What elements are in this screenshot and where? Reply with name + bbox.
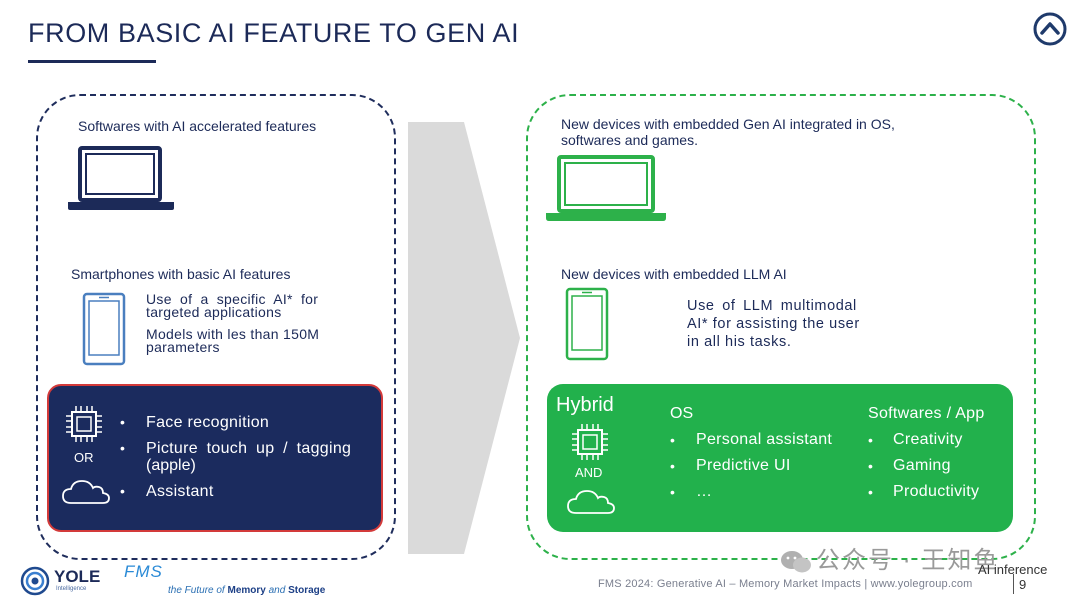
or-label: OR [74,450,94,465]
bullet-dot: • [120,483,125,499]
chip-icon [66,406,102,442]
left-phone-text-1b: targeted applications [146,304,282,320]
bullet-dot: • [120,414,125,430]
transition-arrow [408,122,520,554]
os-item-more: … [696,483,712,500]
box-item-face-recognition: Face recognition [146,414,270,431]
page-number: 9 [1019,577,1027,592]
apps-item-gaming: Gaming [893,457,951,474]
fms-tag-mid: and [265,585,289,596]
apps-heading: Softwares / App [868,405,985,422]
gen-ai-panel [526,94,1036,560]
footer-text: FMS 2024: Generative AI – Memory Market … [598,578,973,590]
smartphone-icon [82,292,126,366]
os-heading: OS [670,405,694,422]
right-phone-text-3: in all his tasks. [687,334,792,350]
left-phone-text-1a: Use of a specific AI* for [146,291,319,307]
right-laptop-heading-1: New devices with embedded Gen AI integra… [561,116,895,132]
cloud-icon [62,480,110,504]
box-item-apple: (apple) [146,457,196,474]
chip-icon [572,424,608,460]
right-phone-heading: New devices with embedded LLM AI [561,266,787,282]
yole-name: YOLE [54,567,101,586]
fms-tag-bold: Memory [227,585,266,596]
smartphone-icon [565,287,609,361]
os-item-personal-assistant: Personal assistant [696,431,833,448]
yole-logo-mark [20,566,50,596]
chevron-up-icon[interactable] [1033,12,1067,46]
title-underline [28,60,156,63]
left-laptop-heading: Softwares with AI accelerated features [78,118,317,134]
yole-sub: Intelligence [56,586,87,592]
bullet-dot: • [868,458,873,474]
bullet-dot: • [868,432,873,448]
slide-title: FROM BASIC AI FEATURE TO GEN AI [28,18,520,48]
ai-inference-note: AI inference [978,562,1048,577]
bullet-dot: • [670,432,675,448]
os-item-predictive-ui: Predictive UI [696,457,791,474]
left-phone-heading: Smartphones with basic AI features [71,266,291,282]
laptop-icon [546,155,666,221]
box-item-picture-touch: Picture touch up / tagging [146,440,352,457]
basic-ai-panel [36,94,396,560]
apps-item-creativity: Creativity [893,431,963,448]
hybrid-title: Hybrid [556,394,614,416]
bullet-dot: • [670,458,675,474]
bullet-dot: • [670,484,675,500]
left-phone-text-2b: parameters [146,339,220,355]
fms-tagline: the Future of Memory and Storage [168,585,325,596]
fms-tag-end: Storage [288,585,326,596]
right-laptop-heading-2: softwares and games. [561,132,698,148]
bullet-dot: • [120,440,125,456]
right-phone-text-2: AI* for assisting the user [687,316,860,332]
left-phone-text-2a: Models with les than 150M [146,326,320,342]
fms-logo: FMS [124,562,163,581]
wechat-icon [781,550,811,573]
wechat-watermark: 公众号 · 王知鱼 [780,540,999,575]
and-label: AND [575,465,603,480]
apps-item-productivity: Productivity [893,483,980,500]
footer-divider [1013,574,1014,594]
right-phone-text-1: Use of LLM multimodal [687,298,857,314]
laptop-icon [68,146,174,210]
fms-tag-pre: the Future of [168,585,228,596]
cloud-icon [567,490,615,514]
basic-ai-features-box [47,384,383,532]
box-item-assistant: Assistant [146,483,214,500]
bullet-dot: • [868,484,873,500]
hybrid-features-box [547,384,1013,532]
watermark-text: 公众号 · 王知鱼 [816,547,1000,574]
